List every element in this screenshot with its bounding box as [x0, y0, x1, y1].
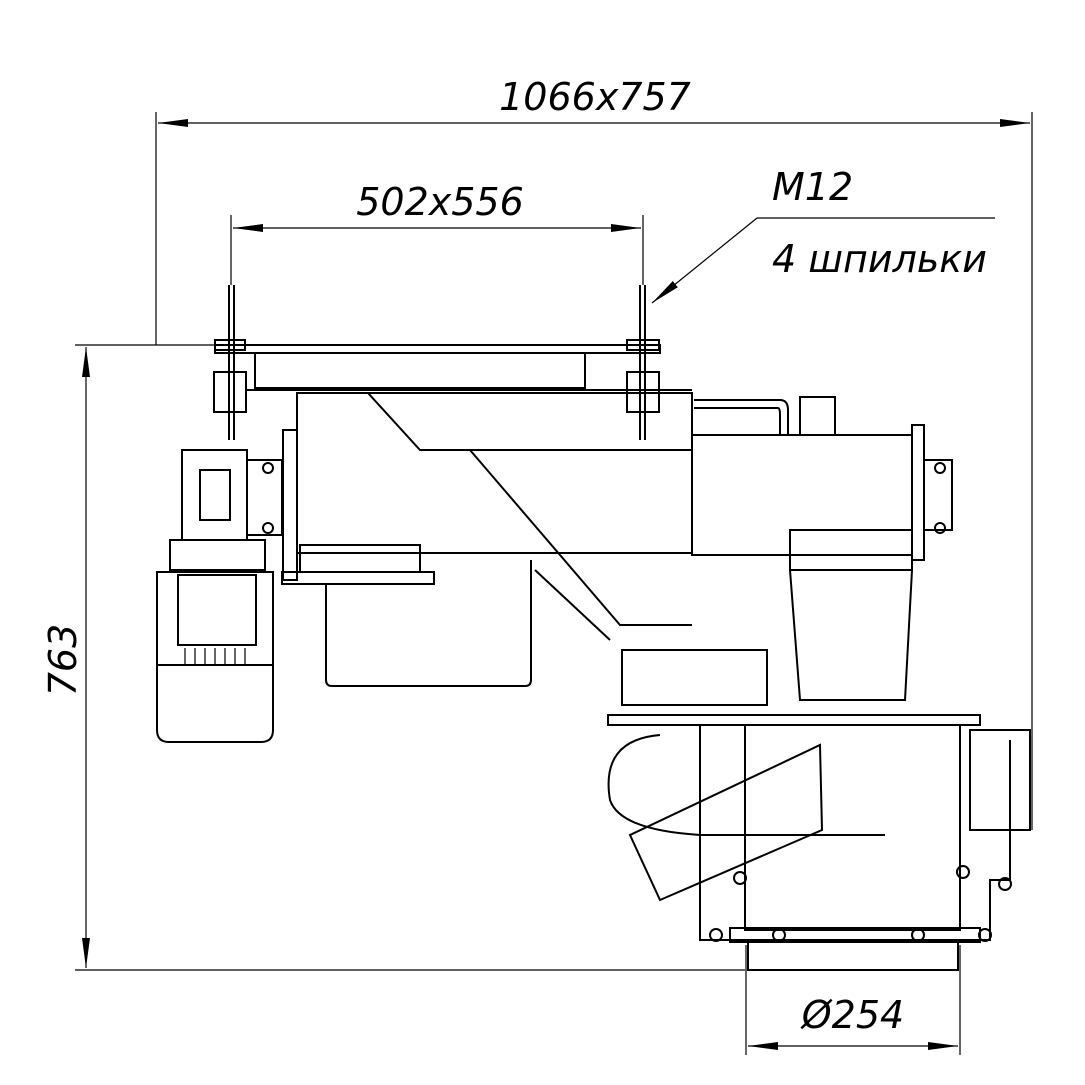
- studs-label: 4 шпильки: [772, 237, 987, 281]
- flange-spacing-label: 502x556: [356, 180, 524, 224]
- outlet-diameter-dimension: Ø254: [745, 945, 961, 1055]
- height-label: 763: [41, 624, 85, 697]
- height-dimension: 763: [41, 344, 745, 971]
- stud-callout: M12 4 шпильки: [651, 165, 995, 304]
- overall-width-label: 1066x757: [499, 75, 691, 119]
- outlet-diameter-label: Ø254: [800, 993, 904, 1037]
- machine-outline: [156, 285, 1031, 971]
- flange-spacing-dimension: 502x556: [230, 180, 644, 285]
- thread-label: M12: [772, 165, 853, 209]
- overall-width-dimension: 1066x757: [155, 75, 1033, 830]
